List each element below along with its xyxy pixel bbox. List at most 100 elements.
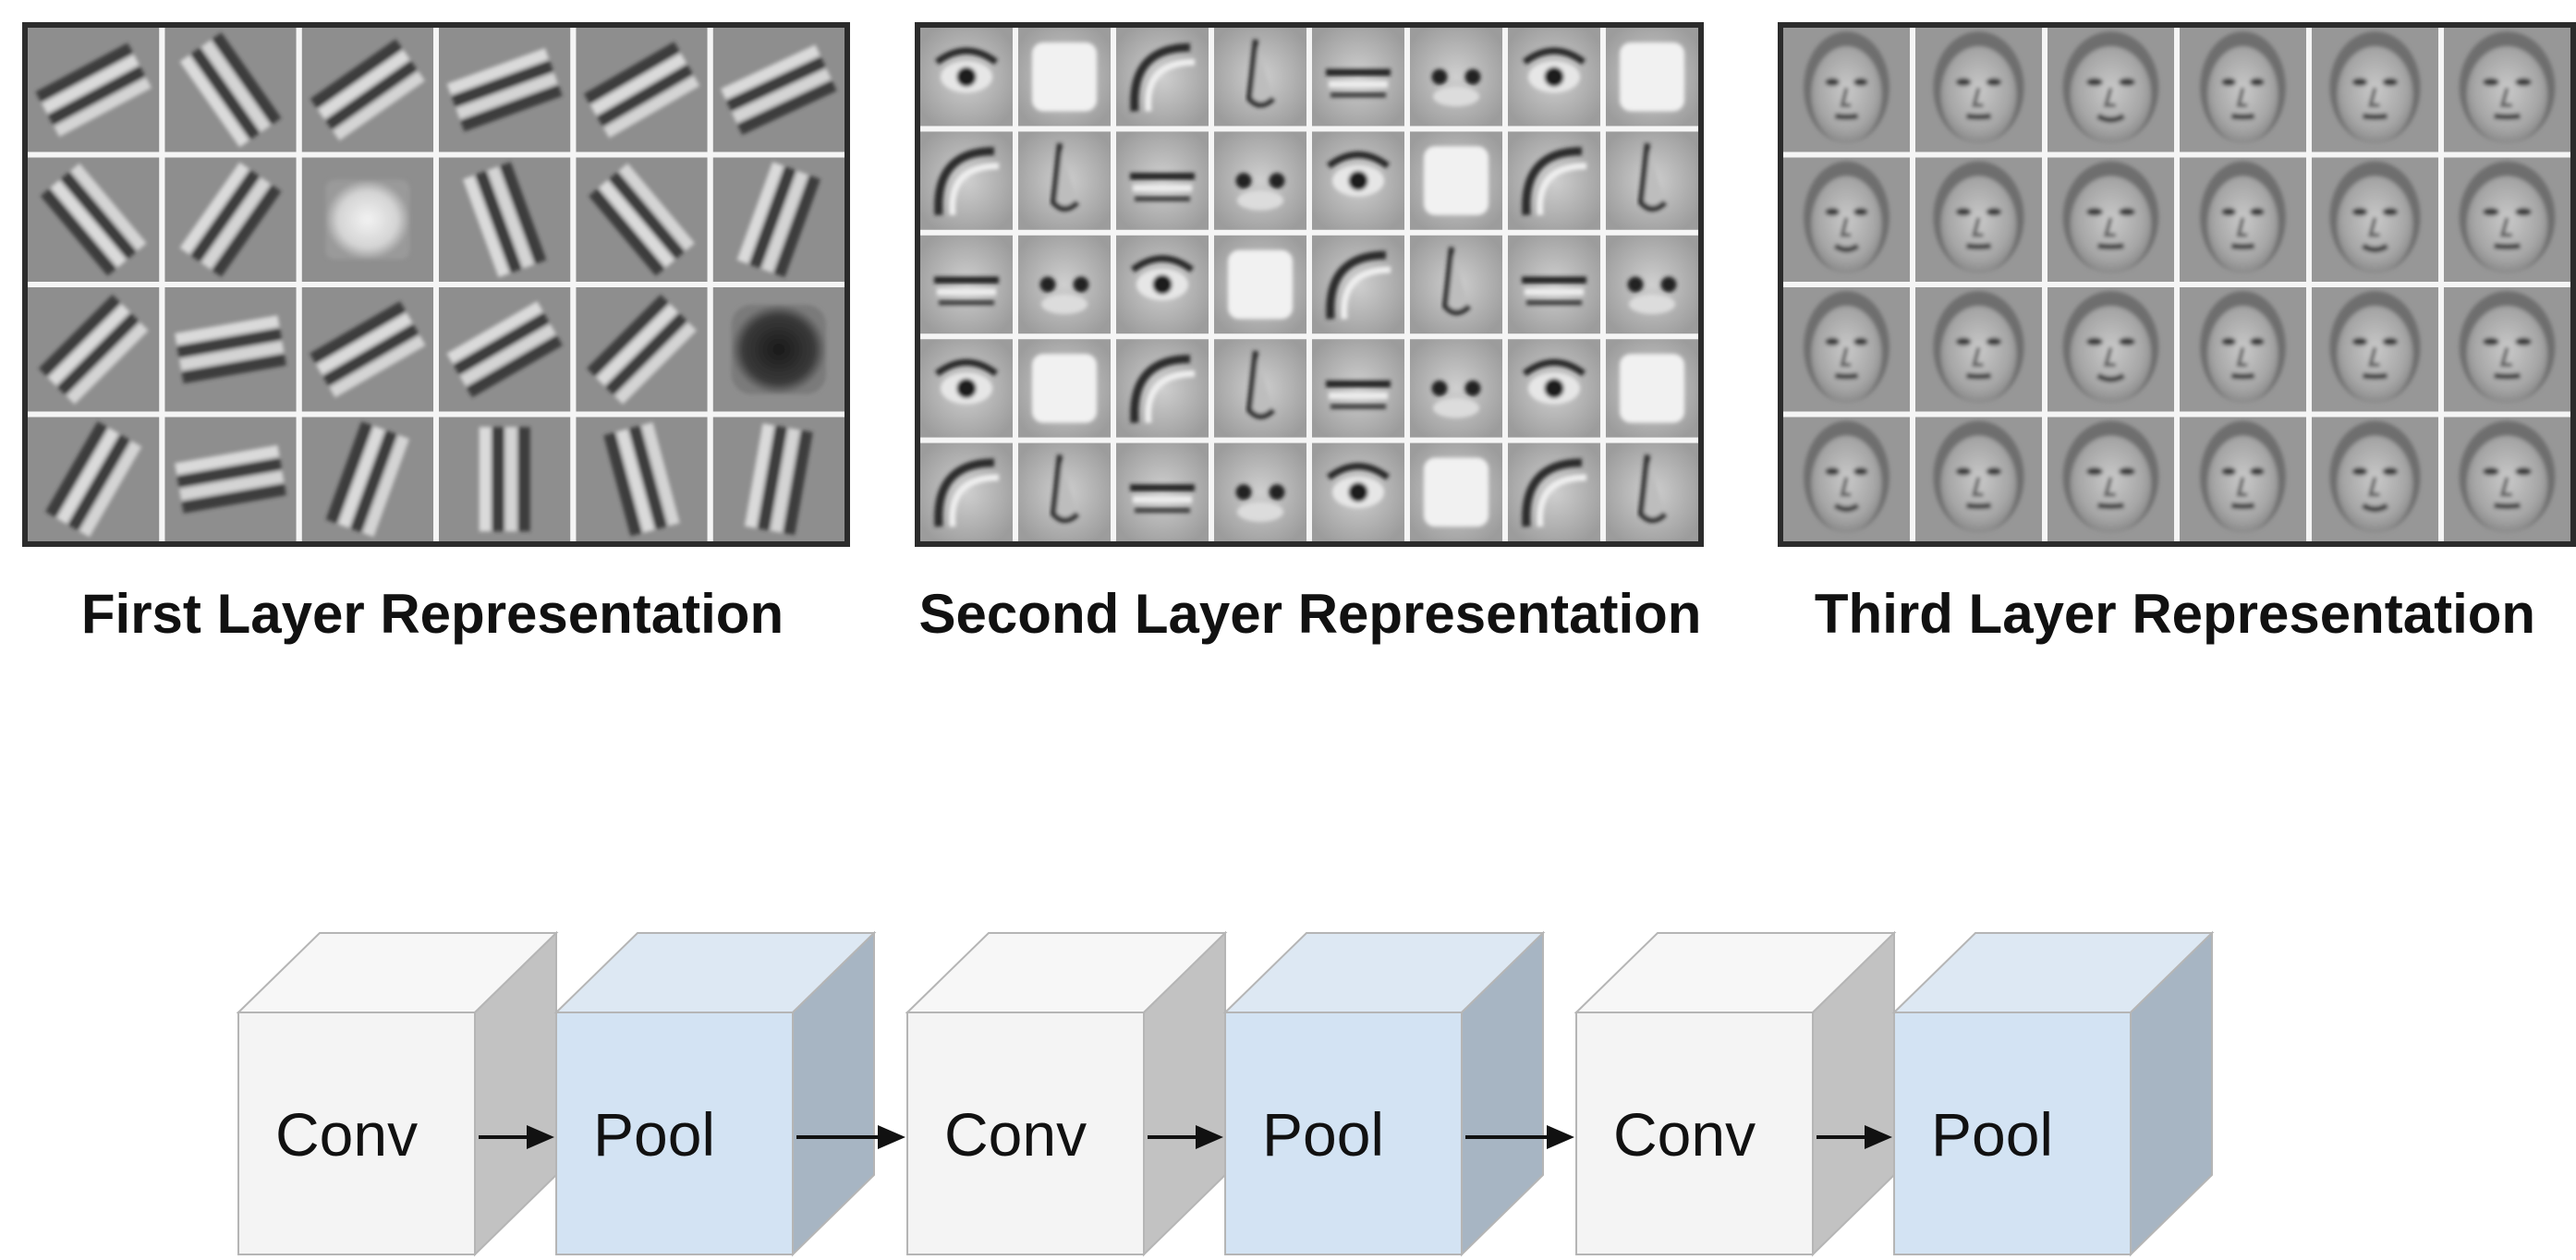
flow-arrow <box>1465 1125 1574 1149</box>
third-layer-tile <box>2312 28 2438 152</box>
first-layer-tile <box>712 287 844 412</box>
third-layer-tile <box>2047 28 2174 152</box>
first-layer-tile <box>712 417 844 541</box>
pool-block: Pool <box>1891 930 2215 1257</box>
conv-block-front <box>237 1012 476 1255</box>
first-layer-tile <box>28 157 160 282</box>
second-layer-tile <box>1214 131 1306 230</box>
second-layer-tile <box>1312 235 1404 334</box>
first-layer-tile <box>164 287 297 412</box>
second-layer-tile <box>1606 28 1698 127</box>
pool-block-front <box>1224 1012 1463 1255</box>
first-layer-tile <box>576 157 708 282</box>
second-layer-tile <box>920 235 1013 334</box>
second-layer-tile <box>1606 442 1698 541</box>
first-layer-tile <box>28 287 160 412</box>
first-layer-tile <box>439 157 571 282</box>
conv-block: Conv <box>236 930 559 1257</box>
pool-block: Pool <box>553 930 877 1257</box>
second-layer-tile <box>1508 28 1600 127</box>
second-layer-tile <box>1606 339 1698 438</box>
second-layer-caption: Second Layer Representation <box>919 583 1702 645</box>
third-layer-tile <box>2444 157 2570 282</box>
third-layer-tile <box>1783 417 1910 541</box>
second-layer-tile <box>1214 235 1306 334</box>
second-layer-tile <box>1508 235 1600 334</box>
first-layer-tile <box>576 28 708 152</box>
second-layer-tile <box>920 131 1013 230</box>
third-layer-tile <box>1915 28 2042 152</box>
second-layer-tile <box>1410 131 1502 230</box>
second-layer-tile <box>1410 235 1502 334</box>
second-layer-tile <box>1606 131 1698 230</box>
conv-block-label: Conv <box>1613 1100 1756 1169</box>
second-layer-tile <box>1214 339 1306 438</box>
third-layer-panel <box>1778 22 2576 547</box>
first-layer-tile <box>28 417 160 541</box>
second-layer-tile <box>1312 339 1404 438</box>
pool-block-front <box>1893 1012 2132 1255</box>
third-layer-tile <box>1915 417 2042 541</box>
first-layer-tile <box>439 28 571 152</box>
third-layer-tile <box>2047 157 2174 282</box>
first-layer-tile <box>712 28 844 152</box>
conv-block-front <box>1575 1012 1814 1255</box>
third-layer-tile <box>2180 28 2306 152</box>
third-layer-tile <box>2444 417 2570 541</box>
conv-block: Conv <box>905 930 1228 1257</box>
third-layer-tile <box>2444 287 2570 412</box>
second-layer-tile <box>920 28 1013 127</box>
flow-arrow <box>1148 1125 1223 1149</box>
first-layer-tile <box>301 28 433 152</box>
third-layer-tile <box>1783 287 1910 412</box>
third-layer-tile <box>1783 157 1910 282</box>
first-layer-tile <box>301 287 433 412</box>
first-layer-tile <box>439 417 571 541</box>
layer-panels <box>22 22 2576 547</box>
first-layer-tile <box>301 417 433 541</box>
first-layer-tile <box>301 157 433 282</box>
third-layer-tile <box>2180 287 2306 412</box>
second-layer-tile <box>1508 131 1600 230</box>
second-layer-tile <box>1410 28 1502 127</box>
second-layer-tile <box>1018 235 1111 334</box>
pool-block: Pool <box>1222 930 1546 1257</box>
second-layer-tile <box>1410 442 1502 541</box>
pool-block-label: Pool <box>1262 1100 1384 1169</box>
third-layer-tile <box>2312 157 2438 282</box>
conv-block-label: Conv <box>944 1100 1087 1169</box>
second-layer-tile <box>1410 339 1502 438</box>
first-layer-tile <box>576 417 708 541</box>
third-layer-tile <box>1915 287 2042 412</box>
second-layer-tile <box>1214 28 1306 127</box>
first-layer-tile <box>164 417 297 541</box>
second-layer-tile <box>1018 442 1111 541</box>
pool-block-label: Pool <box>1931 1100 2053 1169</box>
first-layer-tile <box>164 157 297 282</box>
third-layer-tile <box>2047 417 2174 541</box>
second-layer-tile <box>1312 442 1404 541</box>
second-layer-tile <box>1018 339 1111 438</box>
second-layer-tile <box>1116 442 1209 541</box>
first-layer-panel <box>22 22 850 547</box>
second-layer-tile <box>1312 131 1404 230</box>
second-layer-tile <box>1508 339 1600 438</box>
pool-block-label: Pool <box>593 1100 715 1169</box>
second-layer-tile <box>1214 442 1306 541</box>
third-layer-caption: Third Layer Representation <box>1815 583 2535 645</box>
first-layer-tile <box>712 157 844 282</box>
first-layer-caption: First Layer Representation <box>81 583 784 645</box>
second-layer-tile <box>920 442 1013 541</box>
first-layer-tile <box>164 28 297 152</box>
second-layer-tile <box>1508 442 1600 541</box>
first-layer-tile <box>28 28 160 152</box>
third-layer-tile <box>2312 417 2438 541</box>
second-layer-tile <box>1606 235 1698 334</box>
second-layer-tile <box>1018 131 1111 230</box>
third-layer-tile <box>2444 28 2570 152</box>
second-layer-tile <box>1116 339 1209 438</box>
first-layer-tile <box>439 287 571 412</box>
flow-arrow <box>796 1125 905 1149</box>
